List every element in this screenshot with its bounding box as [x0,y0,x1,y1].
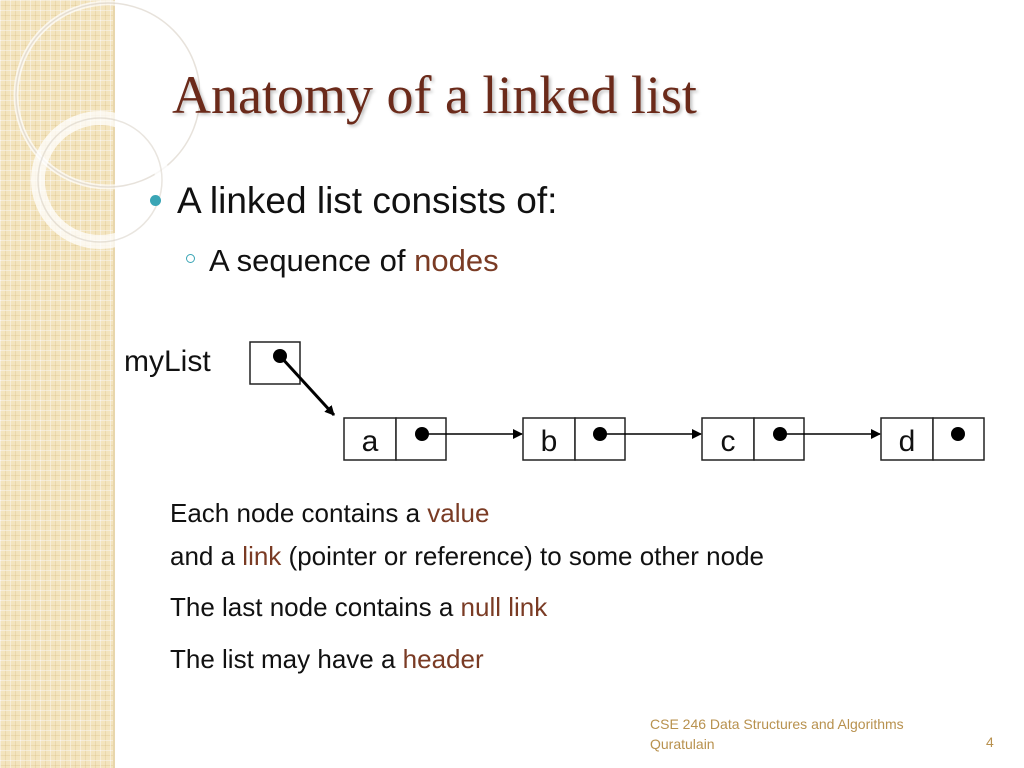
description-highlight: value [427,498,490,528]
description-highlight: link [242,541,282,571]
bullet-level1: A linked list consists of: [150,180,557,222]
slide-footer: CSE 246 Data Structures and Algorithms Q… [650,714,904,754]
description-line-3: The last node contains a null link [170,592,547,623]
description-line-1: Each node contains a value [170,498,489,529]
description-highlight: null link [460,592,548,622]
footer-course: CSE 246 Data Structures and Algorithms [650,716,904,732]
description-text: The list may have a [170,644,403,674]
description-text: Each node contains a [170,498,428,528]
bullet-level2-text: A sequence of [209,243,415,278]
head-pointer-arrow [278,354,336,417]
list-node-a: a [343,417,447,461]
bullet-level2: A sequence of nodes [186,243,499,279]
footer-author: Quratulain [650,736,715,752]
slide-title: Anatomy of a linked list [172,65,697,125]
description-text: (pointer or reference) to some other nod… [281,541,765,571]
side-strip-edge [113,0,115,768]
bullet-ring-icon [186,254,195,264]
head-pointer-box [249,341,301,385]
description-highlight: header [402,644,484,674]
node-value-label: c [721,425,736,458]
description-text: The last node contains a [170,592,461,622]
node-null-link-dot-icon [951,427,965,441]
node-value-cell [343,417,397,461]
node-value-label: b [541,425,558,458]
list-node-c: c [701,417,805,461]
list-node-b: b [522,417,626,461]
node-value-label: d [899,425,916,458]
bullet-level2-highlight: nodes [414,243,499,278]
bullet-level1-text: A linked list consists of: [177,180,558,221]
node-value-label: a [362,425,379,458]
page-number: 4 [986,734,994,750]
description-line-4: The list may have a header [170,644,484,675]
node-value-cell [880,417,934,461]
decorative-rings [13,0,200,249]
list-node-d: d [880,417,985,461]
bullet-dot-icon [150,194,161,206]
head-pointer-label: myList [124,345,211,378]
head-pointer-cell [249,341,301,385]
description-line-2: and a link (pointer or reference) to som… [170,541,764,572]
node-value-cell [522,417,576,461]
node-value-cell [701,417,755,461]
description-text: and a [170,541,243,571]
